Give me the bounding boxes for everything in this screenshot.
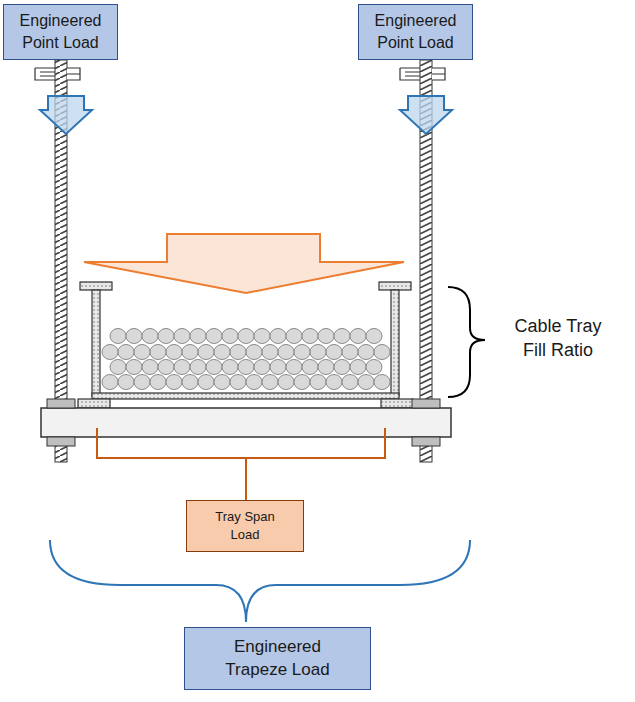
annotation-label: Cable Tray Fill Ratio [508, 314, 608, 363]
fill-brace [448, 287, 485, 397]
cable-bundle [102, 329, 390, 390]
span-bracket [97, 428, 385, 500]
tray-load-arrow [84, 234, 404, 293]
load-arrow [400, 96, 452, 134]
trapeze-bar [41, 408, 451, 437]
box-text: Engineered Point Load [11, 10, 111, 53]
nut [47, 399, 440, 446]
box-text: Engineered Trapeze Load [223, 636, 333, 682]
cable-tray [78, 282, 413, 408]
box-text: Tray Span Load [207, 508, 283, 543]
box-text: Engineered Point Load [366, 10, 466, 53]
load-box: Engineered Point Load [3, 4, 118, 60]
trapeze-box: Engineered Trapeze Load [184, 627, 371, 690]
trapeze-brace [50, 540, 470, 622]
span-box: Tray Span Load [186, 500, 304, 552]
load-arrow [40, 96, 92, 134]
load-box: Engineered Point Load [358, 4, 473, 60]
rod-clamp [35, 68, 445, 80]
